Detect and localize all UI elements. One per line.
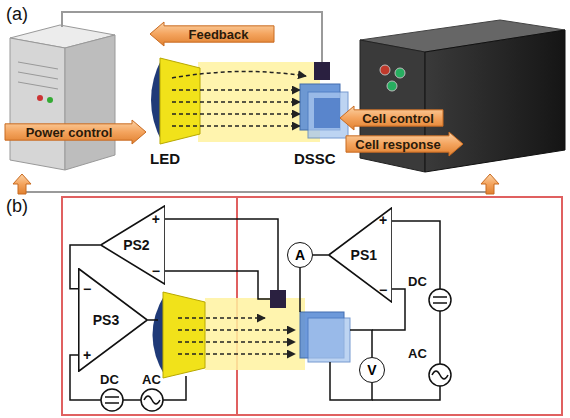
arrow-label: Cell response xyxy=(355,137,440,152)
voltmeter-symbol: V xyxy=(359,357,385,383)
computer-left xyxy=(10,25,115,170)
meter-letter: V xyxy=(367,362,376,378)
panel-frame xyxy=(62,197,562,415)
arrow-body: Power control xyxy=(4,120,146,144)
panel-label: (a) xyxy=(6,4,28,25)
pin-sign: − xyxy=(152,263,160,279)
up-arrow xyxy=(481,174,499,194)
pin-sign: + xyxy=(379,212,387,228)
panel-label: (b) xyxy=(6,196,28,217)
source-label: DC xyxy=(408,274,427,289)
arrow-body: Feedback xyxy=(150,22,275,46)
amplifier-symbol: PS3− + xyxy=(78,268,148,372)
pin-sign: − xyxy=(379,282,387,298)
circuit-wire xyxy=(313,254,328,256)
ammeter-symbol: A xyxy=(287,242,313,268)
pin-sign: + xyxy=(83,347,91,363)
arrow-label: Feedback xyxy=(189,27,249,42)
dc-source xyxy=(101,289,451,411)
amplifier-name: PS3 xyxy=(93,312,119,328)
ac-source xyxy=(141,364,451,411)
feedback-wire xyxy=(62,12,322,62)
up-arrow xyxy=(13,174,31,194)
source-label: DC xyxy=(100,372,119,387)
amplifier-symbol: PS1 + − xyxy=(328,207,392,303)
meter-letter: A xyxy=(295,247,305,263)
arrow-label: Cell control xyxy=(362,111,434,126)
amplifier-name: PS2 xyxy=(123,237,149,253)
pin-sign: + xyxy=(152,211,160,227)
arrow-body: Cell response xyxy=(345,132,463,156)
led-a xyxy=(151,58,348,144)
led-b xyxy=(153,290,351,378)
response-arrow: Cell response xyxy=(345,132,463,156)
amplifier-symbol: PS2+ − xyxy=(100,205,165,285)
link-wire xyxy=(22,191,490,193)
part-label: LED xyxy=(150,150,180,167)
pin-sign: − xyxy=(83,281,91,297)
arrow-label: Power control xyxy=(26,125,113,140)
part-label: DSSC xyxy=(294,150,336,167)
source-label: AC xyxy=(408,346,427,361)
amplifier-name: PS1 xyxy=(351,247,377,263)
feedback-arrow: Feedback xyxy=(150,22,275,46)
source-label: AC xyxy=(142,372,161,387)
arrow-body: Cell control xyxy=(340,106,444,130)
control-arrow: Power control xyxy=(4,120,146,144)
control-arrow: Cell control xyxy=(340,106,444,130)
